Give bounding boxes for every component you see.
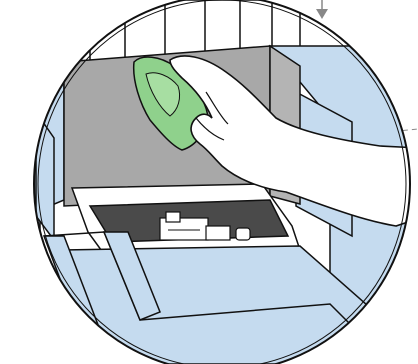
down-arrow-icon	[316, 0, 328, 19]
